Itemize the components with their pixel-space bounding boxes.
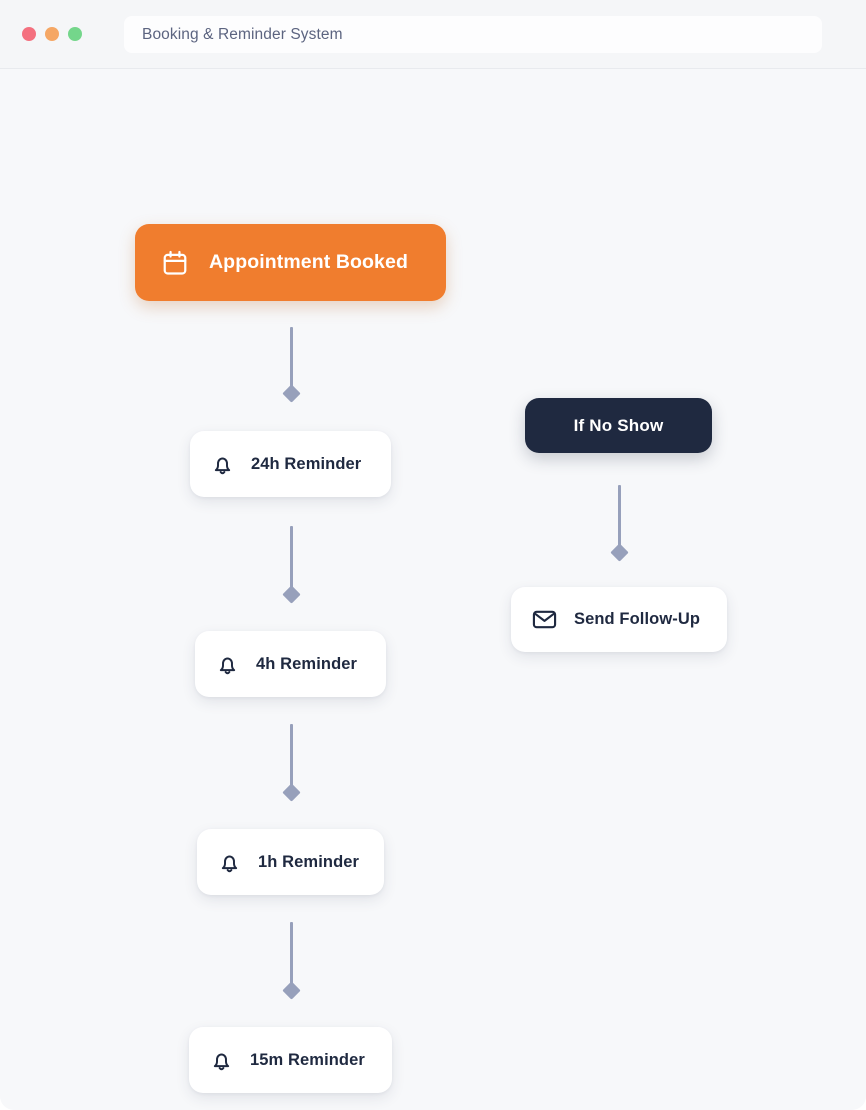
edge-diamond-marker <box>609 543 629 562</box>
flow-edge-if-no-show-to-send-follow-up <box>604 485 634 567</box>
flow-node-reminder-24h[interactable]: 24h Reminder <box>190 431 391 497</box>
title-field[interactable]: Booking & Reminder System <box>124 16 822 53</box>
bell-icon <box>210 452 235 477</box>
flow-edge-appointment-booked-to-reminder-24h <box>276 327 306 407</box>
flow-edge-reminder-24h-to-reminder-4h <box>276 526 306 608</box>
flow-node-label: 24h Reminder <box>251 454 362 473</box>
edge-diamond-marker <box>281 981 301 1000</box>
flow-edge-reminder-4h-to-reminder-1h <box>276 724 306 806</box>
edge-diamond-marker <box>281 783 301 802</box>
flow-node-if-no-show[interactable]: If No Show <box>525 398 712 453</box>
edge-line <box>289 327 293 393</box>
flow-node-label: If No Show <box>573 415 664 435</box>
mail-icon <box>531 606 558 633</box>
title-bar: Booking & Reminder System <box>0 0 866 69</box>
flow-node-label: Send Follow-Up <box>574 610 701 628</box>
edge-diamond-marker <box>281 384 301 403</box>
flow-node-reminder-15m[interactable]: 15m Reminder <box>189 1027 392 1093</box>
flow-node-reminder-1h[interactable]: 1h Reminder <box>197 829 384 895</box>
flow-node-appointment-booked[interactable]: Appointment Booked <box>135 224 446 301</box>
window-title: Booking & Reminder System <box>142 25 343 43</box>
flow-canvas[interactable]: Appointment Booked 24h Reminder <box>0 69 866 1110</box>
flow-node-reminder-4h[interactable]: 4h Reminder <box>195 631 386 697</box>
flow-node-send-follow-up[interactable]: Send Follow-Up <box>511 587 727 652</box>
flow-node-label: Appointment Booked <box>209 251 408 273</box>
edge-line <box>289 922 293 990</box>
edge-line <box>289 526 293 594</box>
flow-edge-reminder-1h-to-reminder-15m <box>276 922 306 1004</box>
edge-line <box>289 724 293 792</box>
bell-icon <box>217 850 242 875</box>
edge-line <box>617 485 621 553</box>
bell-icon <box>209 1048 234 1073</box>
maximize-window-button[interactable] <box>68 27 82 41</box>
flow-node-label: 15m Reminder <box>250 1050 365 1069</box>
flow-node-label: 1h Reminder <box>258 852 360 871</box>
flow-node-label: 4h Reminder <box>256 654 358 673</box>
traffic-lights <box>22 27 82 41</box>
bell-icon <box>215 652 240 677</box>
calendar-icon <box>161 249 189 277</box>
minimize-window-button[interactable] <box>45 27 59 41</box>
edge-diamond-marker <box>281 585 301 604</box>
close-window-button[interactable] <box>22 27 36 41</box>
